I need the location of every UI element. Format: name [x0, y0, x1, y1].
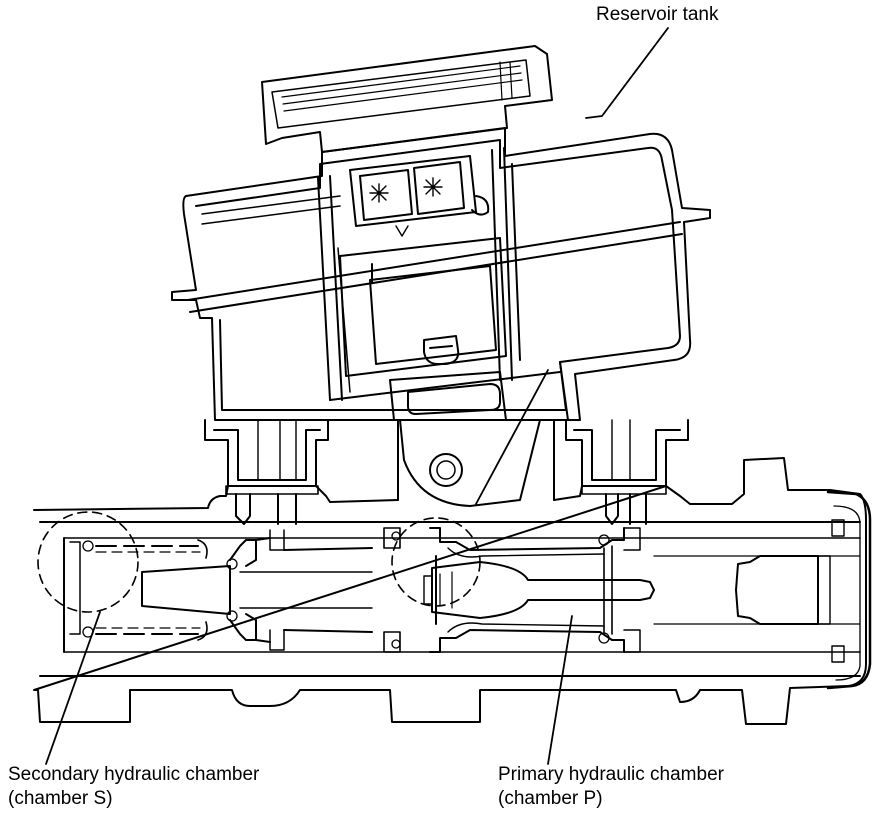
reservoir-leader-line-2: [475, 369, 549, 505]
secondary-chamber-sublabel: (chamber S): [8, 788, 113, 809]
primary-leader-line: [547, 615, 573, 765]
cylinder-outline: [33, 457, 867, 725]
reservoir-neck-right: [565, 419, 689, 525]
mounting-boss: [397, 419, 555, 507]
center-seals: [383, 527, 401, 653]
detail-circle-left: [37, 511, 139, 613]
reservoir-tank: [171, 45, 711, 421]
primary-chamber-sublabel: (chamber P): [498, 788, 603, 809]
rear-bore: [653, 555, 861, 625]
detail-circle-center: [391, 517, 481, 607]
primary-piston: [423, 527, 655, 653]
reservoir-tank-label: Reservoir tank: [596, 4, 719, 25]
secondary-leader-line: [45, 611, 101, 765]
reservoir-leader-line: [585, 27, 669, 119]
secondary-chamber-label: Secondary hydraulic chamber: [8, 764, 260, 785]
reservoir-shell: [171, 127, 711, 421]
reservoir-cap: [261, 45, 553, 153]
secondary-piston: [69, 529, 373, 651]
reservoir-neck-left: [204, 419, 329, 525]
cylinder-body: [33, 457, 872, 725]
primary-chamber-label: Primary hydraulic chamber: [498, 764, 724, 785]
reservoir-strainer: [349, 155, 477, 227]
